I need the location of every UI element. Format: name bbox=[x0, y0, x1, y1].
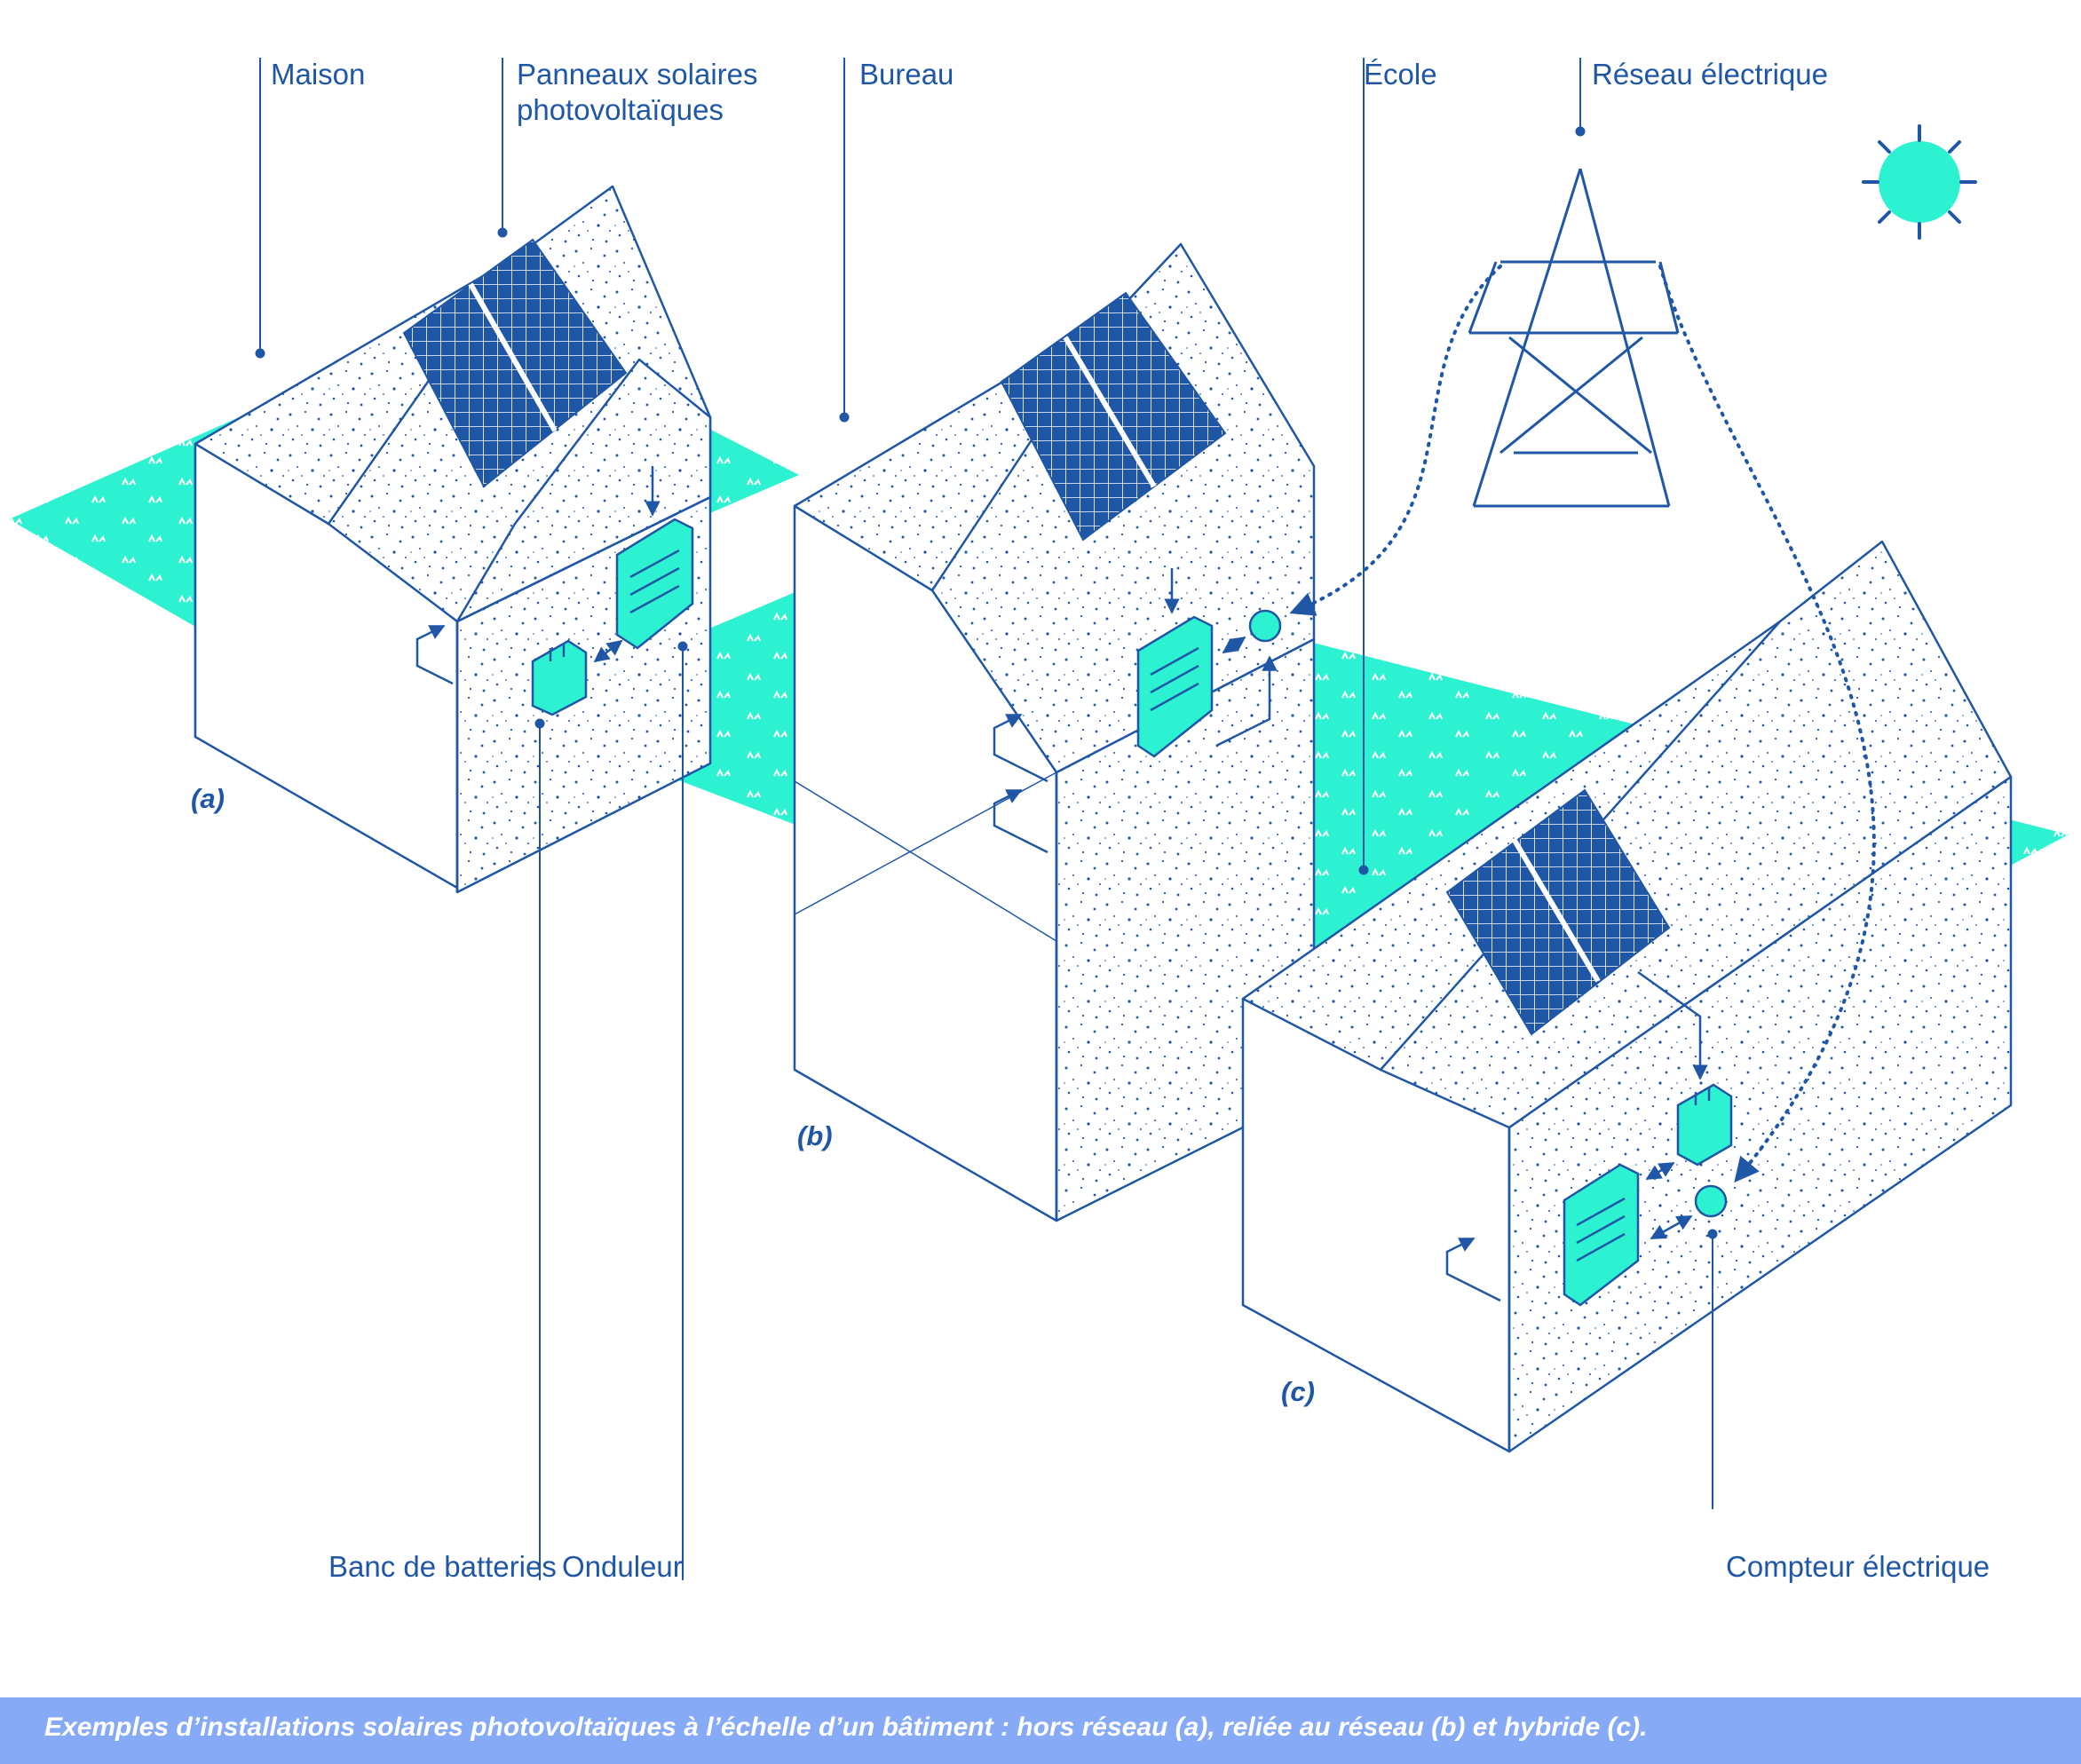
label-panneaux-line1: Panneaux solaires bbox=[517, 58, 758, 91]
building-house bbox=[194, 185, 712, 894]
house-inverter-icon bbox=[615, 518, 694, 650]
caption-text: Exemples d’installations solaires photov… bbox=[44, 1713, 1648, 1742]
label-ecole: École bbox=[1364, 58, 1437, 91]
school-inverter-icon bbox=[1563, 1163, 1640, 1307]
label-bureau: Bureau bbox=[859, 58, 954, 91]
label-maison: Maison bbox=[271, 58, 366, 91]
house-gable bbox=[455, 358, 712, 623]
sun-icon bbox=[1862, 124, 1977, 240]
tag-c: (c) bbox=[1281, 1376, 1315, 1407]
tag-a: (a) bbox=[191, 783, 225, 814]
office-inverter-icon bbox=[1136, 615, 1214, 758]
label-onduleur: Onduleur bbox=[562, 1550, 683, 1583]
office-meter-icon bbox=[1248, 609, 1282, 643]
leader-lines bbox=[255, 58, 1718, 1580]
power-pylon bbox=[1468, 168, 1680, 508]
school-battery-icon bbox=[1676, 1083, 1733, 1167]
label-reseau-electrique: Réseau électrique bbox=[1592, 58, 1828, 91]
grid-link-school bbox=[1658, 265, 1876, 1183]
label-compteur-electrique: Compteur électrique bbox=[1726, 1550, 1990, 1583]
tag-b: (b) bbox=[797, 1120, 833, 1151]
caption-bar: Exemples d’installations solaires photov… bbox=[0, 1697, 2081, 1764]
label-banc-de-batteries: Banc de batteries bbox=[328, 1550, 557, 1583]
house-battery-icon bbox=[531, 639, 588, 716]
school-meter-icon bbox=[1694, 1184, 1728, 1218]
label-panneaux-line2: photovoltaïques bbox=[517, 93, 724, 126]
grid-link-office bbox=[1289, 265, 1502, 616]
